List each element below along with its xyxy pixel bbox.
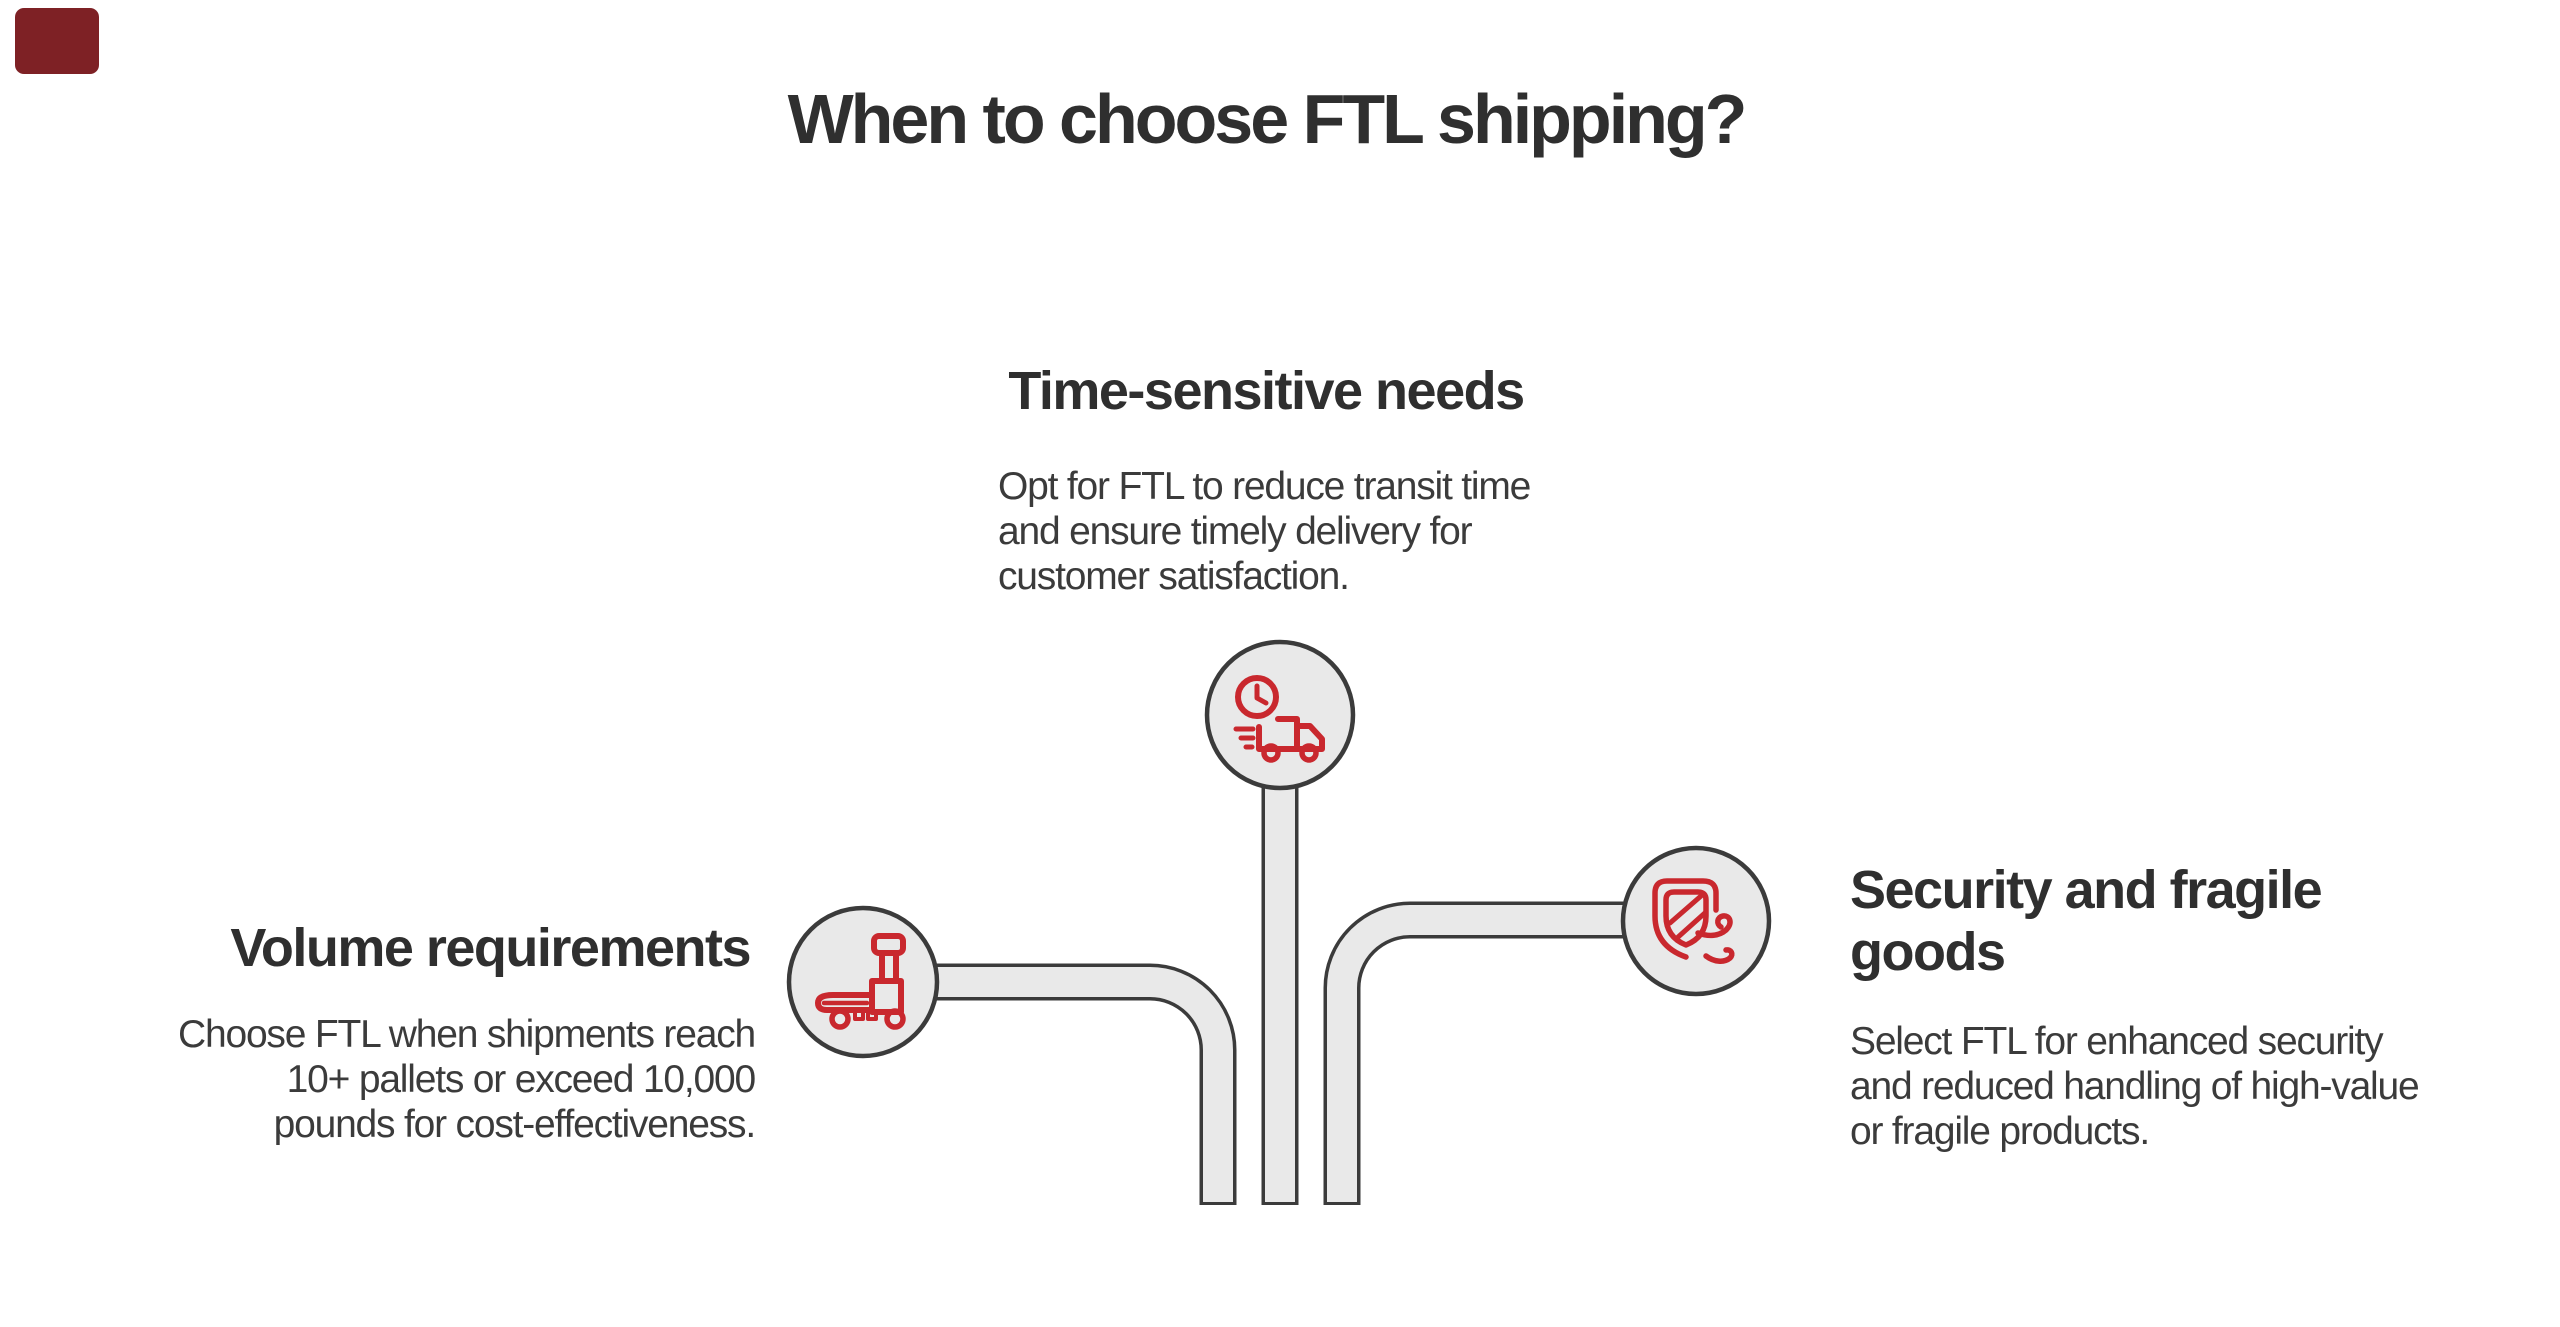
body-line: or fragile products. (1850, 1110, 2150, 1153)
shield-wind-icon (1652, 878, 1735, 964)
body-line: pounds for cost-effectiveness. (273, 1103, 757, 1146)
pallet-jack-wheel-right (884, 1008, 906, 1030)
delivery-truck-clock-icon (1233, 675, 1325, 763)
pallet-jack-icon (815, 933, 906, 1030)
body-line: customer satisfaction. (998, 555, 1350, 598)
body-line: Choose FTL when shipments reach (178, 1013, 756, 1056)
wind-swoosh-bottom (1703, 947, 1735, 964)
pallet-jack-wheel-left (829, 1008, 851, 1030)
shield-stripes (1667, 893, 1709, 941)
truck-wheel-front (1299, 743, 1319, 763)
connector-pipe-left-fill (863, 967, 1233, 1202)
pallet-jack-fork (815, 992, 875, 1013)
node-circle-time-sensitive (1204, 639, 1356, 791)
brand-mark (15, 8, 99, 74)
speed-lines (1233, 726, 1256, 750)
node-circle-volume (786, 905, 940, 1059)
pallet-jack-foot-2 (866, 1009, 878, 1021)
clock-face (1235, 675, 1279, 719)
connector-pipe-right-fill (1327, 905, 1696, 1202)
heading-line: goods (1850, 922, 2006, 982)
body-line: Opt for FTL to reduce transit time (998, 465, 1531, 508)
node-security-body: Select FTL for enhanced security and red… (1850, 1019, 2490, 1154)
shield-outer (1652, 878, 1719, 960)
node-time-sensitive-body: Opt for FTL to reduce transit time and e… (998, 464, 1638, 599)
body-line: 10+ pallets or exceed 10,000 (286, 1058, 757, 1101)
clock-hands (1254, 683, 1269, 706)
truck-wheel-rear (1261, 743, 1281, 763)
page-title: When to choose FTL shipping? (787, 80, 1748, 158)
body-line: and ensure timely delivery for (998, 510, 1473, 553)
pallet-jack-foot-1 (853, 1009, 865, 1021)
wind-swoosh-top (1695, 913, 1733, 939)
node-volume-heading: Volume requirements (230, 918, 751, 978)
heading-line: Security and fragile (1850, 860, 2323, 920)
node-volume-body: Choose FTL when shipments reach 10+ pall… (135, 1012, 757, 1147)
node-security-heading: Security and fragile goods (1850, 859, 2450, 983)
connector-pipes-fill (863, 715, 1696, 1202)
body-line: Select FTL for enhanced security (1850, 1020, 2384, 1063)
body-line: and reduced handling of high-value (1850, 1065, 2420, 1108)
node-time-sensitive-heading: Time-sensitive needs (1008, 361, 1525, 421)
shield-inner (1663, 889, 1709, 948)
